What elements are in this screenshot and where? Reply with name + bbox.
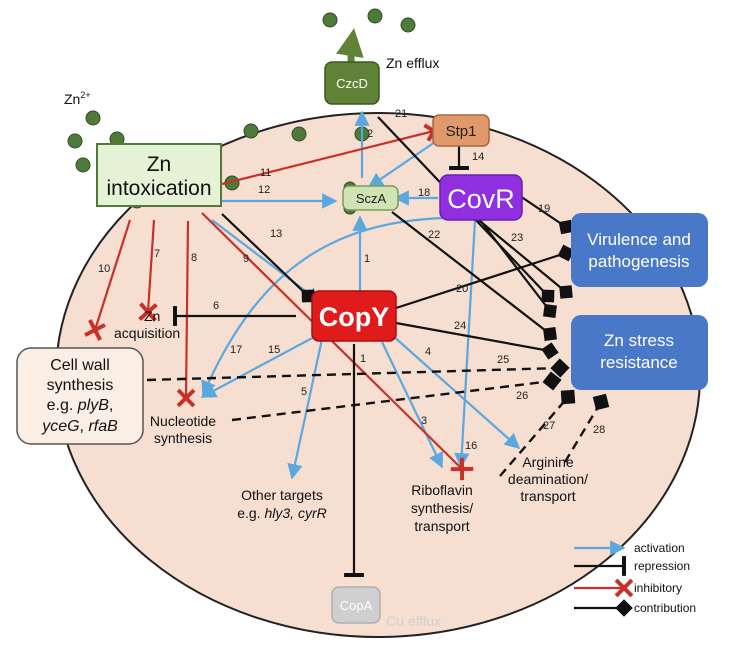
- stp1-label: Stp1: [446, 123, 477, 140]
- edge-number: 17: [230, 344, 242, 356]
- arginine-label-1: Arginine: [522, 454, 574, 470]
- edge-number: 9: [243, 253, 249, 265]
- copa-box: [331, 586, 381, 624]
- edge-number: 2: [367, 128, 373, 140]
- edge-number: 5: [301, 386, 307, 398]
- contribution-edges: [221, 116, 575, 360]
- legend-contribution-label: contribution: [634, 601, 696, 615]
- zn-intoxication-label-1: Zn: [147, 153, 172, 176]
- edge-number: 11: [260, 167, 271, 179]
- edge-number: 15: [268, 344, 280, 356]
- edge-number: 6: [213, 300, 219, 312]
- edge-number: 24: [454, 320, 466, 332]
- edge-number: 28: [593, 424, 605, 436]
- edge-number: 22: [428, 229, 440, 241]
- edge-number: 8: [191, 252, 197, 264]
- zn-intoxication-box: [96, 143, 222, 207]
- cell-wall-label-1: Cell wall: [50, 357, 110, 374]
- legend-repression-label: repression: [634, 559, 690, 573]
- czcd-box: [324, 61, 380, 105]
- edge-number: 26: [516, 390, 528, 402]
- cell-wall-box: [16, 347, 144, 445]
- covr-box: [439, 174, 523, 221]
- repression-edges: [173, 145, 469, 577]
- riboflavin-label-1: Riboflavin: [411, 482, 472, 498]
- copa-label: CopA: [340, 598, 373, 613]
- covr-label: CovR: [447, 184, 515, 214]
- riboflavin-label-2: synthesis/: [411, 500, 473, 516]
- edge-number: 16: [465, 440, 477, 452]
- zn-acquisition-label-1: Zn: [144, 308, 160, 324]
- arginine-label-2: deamination/: [508, 471, 588, 487]
- legend-inhibitory-label: inhibitory: [634, 581, 682, 595]
- czcd-label: CzcD: [336, 76, 368, 91]
- nucleotide-label-2: synthesis: [154, 430, 212, 446]
- contribution-dashed-edges: [146, 358, 610, 477]
- copy-label: CopY: [319, 302, 390, 332]
- edge-number: 1: [360, 353, 366, 365]
- sczA-label: SczA: [356, 191, 387, 206]
- zn-efflux-label: Zn efflux: [386, 55, 439, 71]
- legend: activation repression inhibitory contrib…: [574, 540, 696, 617]
- zn-stress-label-1: Zn stress: [604, 331, 674, 350]
- edge-number-labels: 1 1 2 3 4 5 6 7 8 9 10 11 12 13 14 15 16…: [98, 108, 605, 452]
- legend-activation-label: activation: [634, 541, 685, 555]
- edge-number: 18: [418, 187, 430, 199]
- zn-intoxication-label-2: intoxication: [106, 177, 211, 200]
- edge-number: 23: [511, 232, 523, 244]
- nucleotide-label-1: Nucleotide: [150, 413, 216, 429]
- edge-number: 21: [395, 108, 407, 120]
- other-targets-label-2: e.g. hly3, cyrR: [237, 505, 326, 521]
- edge-number: 7: [154, 248, 160, 260]
- edge-number: 13: [270, 228, 282, 240]
- cell-wall-label-4: yceG, rfaB: [41, 418, 118, 435]
- edge-number: 10: [98, 263, 110, 275]
- virulence-label-1: Virulence and: [587, 230, 691, 249]
- edge-number: 1: [364, 253, 370, 265]
- edge-number: 3: [421, 415, 427, 427]
- sczA-box: [342, 185, 399, 211]
- edge-number: 25: [497, 354, 509, 366]
- zn-ion-label: Zn2+: [64, 90, 91, 107]
- virulence-label-2: pathogenesis: [588, 252, 689, 271]
- zn-stress-box: [571, 315, 708, 390]
- edge-number: 12: [258, 184, 270, 196]
- other-targets-label-1: Other targets: [241, 487, 323, 503]
- copy-box: [311, 290, 397, 342]
- stp1-box: [432, 114, 490, 147]
- edge-number: 14: [472, 151, 484, 163]
- cell-wall-label-3: e.g. plyB,: [47, 397, 114, 414]
- virulence-box: [571, 213, 708, 287]
- edge-number: 19: [538, 203, 550, 215]
- edge-number: 27: [543, 420, 555, 432]
- zn-acquisition-label-2: acquisition: [114, 325, 180, 341]
- riboflavin-label-3: transport: [414, 518, 469, 534]
- cu-efflux-label: Cu efflux: [386, 613, 441, 629]
- arginine-label-3: transport: [520, 488, 575, 504]
- edge-number: 4: [425, 346, 431, 358]
- zn-stress-label-2: resistance: [600, 353, 677, 372]
- cell-wall-label-2: synthesis: [47, 377, 114, 394]
- edge-number: 20: [456, 283, 468, 295]
